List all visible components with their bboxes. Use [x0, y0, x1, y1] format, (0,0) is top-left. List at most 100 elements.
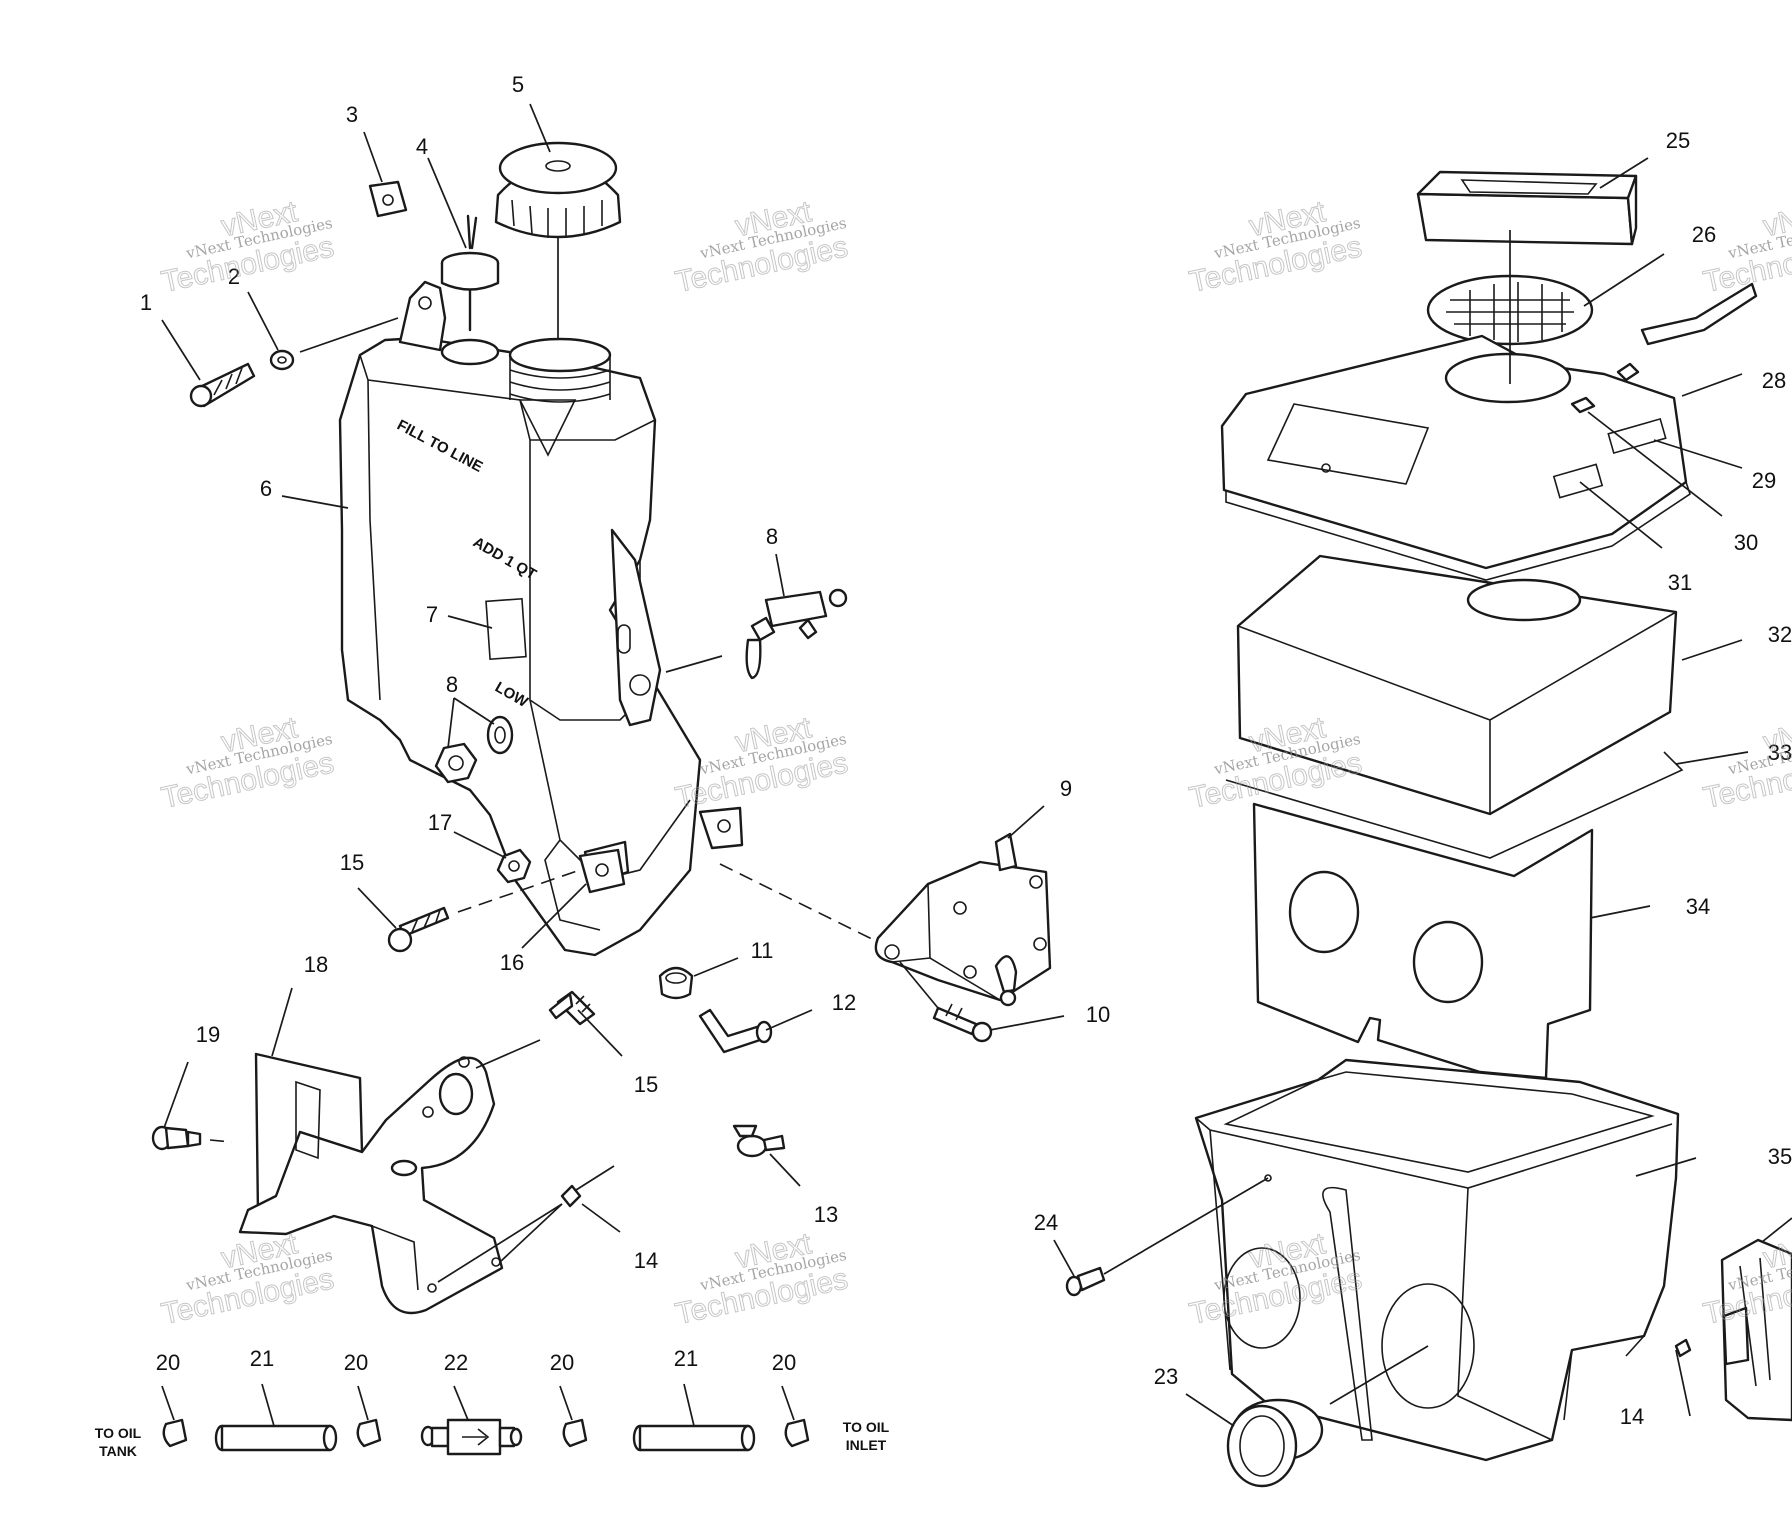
tank-ear-hole — [418, 296, 432, 310]
callout-29: 29 — [1752, 468, 1776, 493]
callout-15b: 15 — [634, 1072, 658, 1097]
callout-20d: 20 — [772, 1350, 796, 1375]
hose-clip-20d — [784, 1418, 810, 1448]
callout-15a: 15 — [340, 850, 364, 875]
airbox-lid-28 — [1220, 334, 1691, 581]
oil-tank-spout-face — [518, 399, 577, 457]
screw-15-upper — [387, 906, 450, 953]
oil-tank-body — [338, 336, 702, 957]
callout-30: 30 — [1734, 530, 1758, 555]
callout-7: 7 — [426, 602, 438, 627]
hose-21b — [638, 1424, 750, 1452]
pump-screw-10 — [932, 1003, 993, 1043]
hose-row — [162, 1418, 810, 1456]
oil-level-decal — [485, 597, 527, 661]
vent-plug — [440, 214, 500, 332]
hex-nut-17 — [496, 848, 532, 884]
mounting-bracket-18 — [238, 1052, 504, 1315]
routing-labels: TO OIL TANK TO OIL INLET — [95, 1419, 890, 1459]
callout-20c: 20 — [550, 1350, 574, 1375]
to-oil-tank-line1: TO OIL — [95, 1425, 142, 1441]
callout-9: 9 — [1060, 776, 1072, 801]
watermark-e: vNext Technologies vNext Technologies — [158, 711, 337, 816]
watermark-l: vNext Technologies vNext Technologies — [1700, 1227, 1792, 1332]
to-oil-tank-line2: TANK — [99, 1443, 137, 1459]
callout-8b: 8 — [446, 672, 458, 697]
leader-lines — [161, 103, 1792, 1427]
to-oil-inlet-line1: TO OIL — [843, 1419, 890, 1435]
watermark-c: vNext Technologies vNext Technologies — [1186, 195, 1365, 300]
callout-34: 34 — [1686, 894, 1710, 919]
gasket-33 — [1225, 751, 1684, 859]
to-oil-inlet-line2: INLET — [846, 1437, 887, 1453]
callout-11: 11 — [751, 938, 774, 963]
callout-22: 22 — [444, 1350, 468, 1375]
vent-grommet — [440, 338, 500, 366]
callout-14b: 14 — [1620, 1404, 1644, 1429]
watermark-j: vNext Technologies vNext Technologies — [672, 1227, 851, 1332]
callout-19: 19 — [196, 1022, 220, 1047]
filler-cap — [494, 141, 622, 239]
hose-clip-20b — [356, 1418, 382, 1448]
intake-boot-23 — [1226, 1398, 1324, 1488]
speed-clip-16 — [578, 848, 626, 894]
watermark-i: vNext Technologies vNext Technologies — [158, 1227, 337, 1332]
svg-text:vNext: vNext — [1760, 711, 1792, 759]
callout-31: 31 — [1668, 570, 1692, 595]
callout-18: 18 — [304, 952, 328, 977]
callout-33: 33 — [1768, 740, 1792, 765]
filler-neck-threads — [509, 355, 611, 403]
filler-neck-top — [508, 337, 612, 373]
hose-clip-20a — [162, 1418, 188, 1448]
callout-20a: 20 — [156, 1350, 180, 1375]
svg-text:vNext: vNext — [1760, 195, 1792, 243]
callout-4: 4 — [416, 134, 428, 159]
hose-clip-20c — [562, 1418, 588, 1448]
callout-12: 12 — [832, 990, 856, 1015]
callout-13: 13 — [814, 1202, 838, 1227]
callout-26: 26 — [1692, 222, 1716, 247]
callout-3: 3 — [346, 102, 358, 127]
callout-17: 17 — [428, 810, 452, 835]
mount-washer — [269, 349, 295, 371]
inline-filter-22 — [420, 1418, 523, 1456]
foam-pad-25 — [1416, 170, 1638, 246]
watermark-b: vNext Technologies vNext Technologies — [672, 195, 851, 300]
outlet-tab-hole — [717, 819, 731, 833]
watermark-a: vNext Technologies vNext Technologies — [158, 195, 337, 300]
callout-2: 2 — [228, 264, 240, 289]
callout-6: 6 — [260, 476, 272, 501]
push-pin-24 — [1065, 1266, 1106, 1297]
callout-16: 16 — [500, 950, 524, 975]
callout-1: 1 — [140, 290, 152, 315]
tank-washer — [486, 715, 514, 755]
hose-21a — [220, 1424, 332, 1452]
callout-32: 32 — [1768, 622, 1792, 647]
airbox-clip — [1720, 1238, 1792, 1422]
callout-21a: 21 — [250, 1346, 274, 1371]
push-pin-14-left — [560, 1184, 582, 1208]
callouts: 1 2 3 4 5 6 7 8 8 9 10 11 12 13 14 14 15… — [140, 72, 1792, 1429]
callout-10: 10 — [1086, 1002, 1110, 1027]
callout-21b: 21 — [674, 1346, 698, 1371]
tank-side-bracket — [610, 528, 662, 727]
callout-8a: 8 — [766, 524, 778, 549]
airbox-35 — [1194, 1058, 1680, 1462]
tank-nut — [434, 742, 478, 784]
callout-24: 24 — [1034, 1210, 1058, 1235]
callout-35: 35 — [1768, 1144, 1792, 1169]
watermark-h: vNext Technologies vNext Technologies — [1700, 711, 1792, 816]
tank-outlet-tab — [698, 806, 744, 850]
tank-mount-ear — [398, 280, 447, 352]
strap-27 — [1640, 282, 1758, 346]
fuel-pump — [874, 832, 1052, 1007]
callout-28: 28 — [1762, 368, 1786, 393]
push-pin-14-right — [1674, 1338, 1692, 1358]
foam-filter-32 — [1236, 554, 1678, 816]
oil-tank-group: FILL TO LINE ADD 1 QT LOW — [338, 280, 744, 957]
bolt-19 — [151, 1125, 202, 1151]
callout-5: 5 — [512, 72, 524, 97]
bracket-slot — [617, 624, 631, 654]
callout-23: 23 — [1154, 1364, 1178, 1389]
